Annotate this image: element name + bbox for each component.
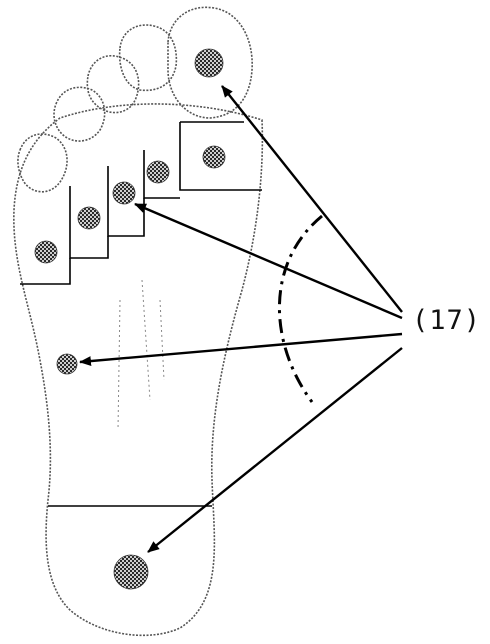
sensor-third-metatarsal [112, 181, 136, 205]
second-toe-outline [118, 24, 178, 92]
sole-crease-2 [141, 279, 151, 401]
sensor-fifth-metatarsal [34, 240, 58, 264]
sensor-midfoot [56, 353, 78, 375]
dash-dot-arc [278, 214, 323, 403]
region-box-first-metatarsal [179, 122, 262, 191]
fourth-toe-outline [53, 86, 106, 142]
foot-sole-outline [13, 103, 264, 637]
region-box-fourth-metatarsal [69, 186, 109, 259]
sensor-second-metatarsal [146, 160, 170, 184]
sensor-heel [113, 554, 149, 590]
arrow-to-third-metatarsal-sensor [134, 202, 403, 320]
sensor-fourth-metatarsal [77, 206, 101, 230]
region-box-fifth-metatarsal [20, 258, 71, 285]
arrow-to-midfoot-sensor [79, 332, 403, 367]
sole-crease-1 [117, 299, 121, 431]
sole-crease-3 [159, 299, 165, 381]
third-toe-outline [86, 54, 140, 114]
arrow-to-heel-sensor [147, 347, 403, 553]
arrow-to-big-toe-sensor [221, 85, 403, 313]
big-toe-outline [167, 6, 253, 119]
sensor-first-metatarsal [202, 145, 226, 169]
region-box-third-metatarsal [107, 166, 145, 237]
little-toe-outline [17, 133, 68, 193]
reference-numeral-label: (17) [412, 305, 482, 336]
sensor-big-toe [194, 48, 224, 78]
